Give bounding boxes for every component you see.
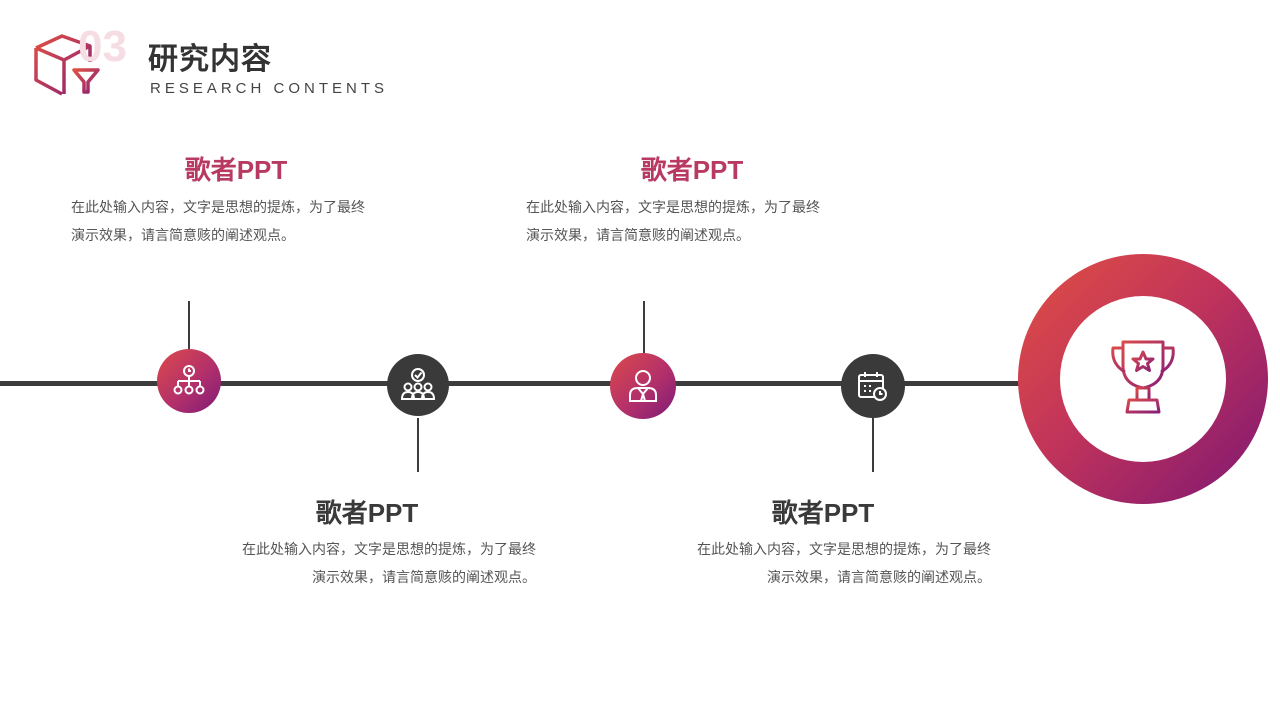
goal-ring bbox=[1018, 254, 1268, 504]
logo-box-icon bbox=[32, 32, 102, 98]
timeline-line bbox=[0, 381, 1030, 386]
item-1-desc: 在此处输入内容，文字是思想的提炼，为了最终 演示效果，请言简意赅的阐述观点。 bbox=[71, 193, 431, 249]
item-2-line-1: 在此处输入内容，文字是思想的提炼，为了最终 bbox=[242, 541, 536, 557]
item-3-line-2: 演示效果，请言简意赅的阐述观点。 bbox=[526, 227, 750, 243]
item-1-line-1: 在此处输入内容，文字是思想的提炼，为了最终 bbox=[71, 199, 365, 215]
hierarchy-icon bbox=[173, 365, 205, 395]
connector-1 bbox=[188, 301, 190, 351]
timeline-node-4 bbox=[841, 354, 905, 418]
team-check-icon bbox=[400, 368, 436, 400]
calendar-clock-icon bbox=[858, 372, 887, 401]
item-2-desc: 在此处输入内容，文字是思想的提炼，为了最终 演示效果，请言简意赅的阐述观点。 bbox=[176, 535, 536, 591]
item-4-title: 歌者PPT bbox=[771, 498, 875, 528]
connector-3 bbox=[643, 301, 645, 353]
item-3-desc: 在此处输入内容，文字是思想的提炼，为了最终 演示效果，请言简意赅的阐述观点。 bbox=[526, 193, 886, 249]
item-3-title: 歌者PPT bbox=[640, 155, 744, 185]
timeline-node-1 bbox=[157, 349, 221, 413]
item-1-title: 歌者PPT bbox=[184, 155, 288, 185]
page-subtitle: RESEARCH CONTENTS bbox=[150, 80, 389, 97]
connector-2 bbox=[417, 418, 419, 472]
item-2-title: 歌者PPT bbox=[315, 498, 419, 528]
page-title: 研究内容 bbox=[148, 43, 272, 76]
item-3-line-1: 在此处输入内容，文字是思想的提炼，为了最终 bbox=[526, 199, 820, 215]
item-1-line-2: 演示效果，请言简意赅的阐述观点。 bbox=[71, 227, 295, 243]
goal-ring-inner bbox=[1060, 296, 1226, 462]
item-4-desc: 在此处输入内容，文字是思想的提炼，为了最终 演示效果，请言简意赅的阐述观点。 bbox=[631, 535, 991, 591]
trophy-icon bbox=[1111, 340, 1175, 414]
item-4-line-1: 在此处输入内容，文字是思想的提炼，为了最终 bbox=[697, 541, 991, 557]
section-number: 03 bbox=[78, 22, 127, 71]
item-4-line-2: 演示效果，请言简意赅的阐述观点。 bbox=[767, 569, 991, 585]
businessman-icon bbox=[629, 370, 657, 402]
connector-4 bbox=[872, 418, 874, 472]
timeline-node-3 bbox=[610, 353, 676, 419]
item-2-line-2: 演示效果，请言简意赅的阐述观点。 bbox=[312, 569, 536, 585]
timeline-node-2 bbox=[387, 354, 449, 416]
